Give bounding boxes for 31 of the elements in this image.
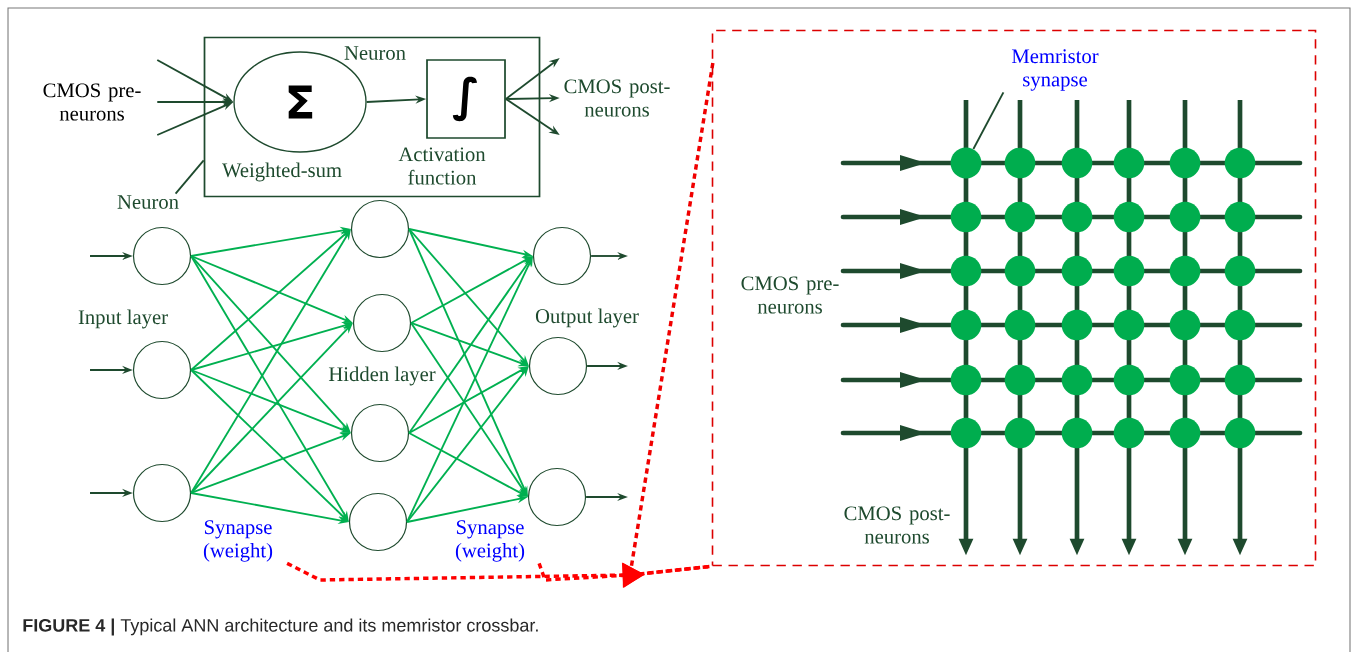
layer-label: Hidden layer: [327, 365, 437, 387]
neuron-circle: [132, 463, 192, 523]
layer-label: Input layer: [78, 309, 168, 329]
synapse-label: Memristor synapse: [1011, 49, 1099, 91]
activation-box: ∫: [426, 59, 506, 139]
neuron-circle: [132, 340, 192, 400]
figure-caption: FIGURE 4 | Typical ANN architecture and its memristor crossbar.: [23, 618, 538, 636]
neuron-circle: [528, 336, 588, 396]
node-caption: Activation function: [398, 147, 486, 185]
neuron-circle: [352, 293, 412, 353]
synapse-label: Synapse (weight): [455, 520, 525, 562]
neuron-circle: [348, 492, 408, 552]
neuron-circle: [350, 403, 410, 463]
memristor-dot: [950, 147, 982, 179]
callout-label: Neuron: [117, 195, 179, 209]
layer-label: Output layer: [535, 308, 639, 328]
text-label: CMOS post- neurons: [564, 79, 670, 117]
neuron-circle: [132, 226, 192, 286]
text-label: CMOS pre- neurons: [43, 83, 141, 121]
leader-line: [174, 159, 205, 195]
arrow: [190, 323, 353, 494]
node-caption: Weighted-sum: [222, 162, 342, 182]
synapse-label: Synapse (weight): [203, 520, 273, 562]
neuron-circle: [527, 467, 587, 527]
neuron-circle: [532, 226, 592, 286]
crossbar-box: [711, 29, 1317, 567]
layer-label: CMOS post- neurons: [844, 506, 950, 544]
arrow: [537, 562, 712, 589]
leader-line: [972, 91, 1005, 150]
neuron-circle: [350, 199, 410, 259]
layer-label: CMOS pre- neurons: [741, 276, 839, 314]
